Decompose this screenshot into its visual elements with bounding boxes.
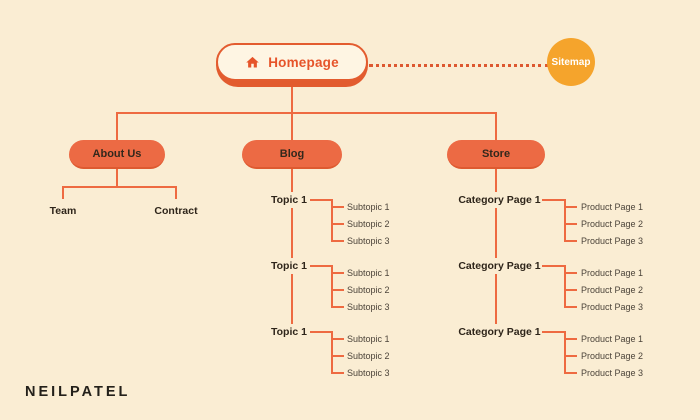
connector-line — [116, 112, 118, 140]
dotted-connector-line — [369, 64, 549, 67]
connector-line — [566, 206, 577, 208]
connector-line — [542, 265, 566, 267]
connector-line — [564, 199, 566, 242]
connector-line — [566, 223, 577, 225]
connector-line — [331, 265, 333, 308]
connector-line — [333, 240, 344, 242]
connector-line — [291, 112, 293, 140]
blog-subtopic: Subtopic 1 — [347, 334, 390, 344]
connector-line — [62, 186, 177, 188]
blog-topic-label: Topic 1 — [268, 192, 310, 208]
connector-line — [333, 206, 344, 208]
blog-subtopic: Subtopic 2 — [347, 285, 390, 295]
connector-line — [564, 331, 566, 374]
connector-line — [566, 355, 577, 357]
blog-node: Blog — [242, 140, 342, 169]
store-product-page: Product Page 2 — [581, 285, 644, 295]
connector-line — [310, 199, 332, 201]
store-product-page: Product Page 1 — [581, 268, 644, 278]
store-product-page: Product Page 3 — [581, 236, 644, 246]
store-category-label: Category Page 1 — [457, 192, 542, 208]
connector-line — [333, 338, 344, 340]
connector-line — [333, 372, 344, 374]
blog-subtopic: Subtopic 3 — [347, 302, 390, 312]
connector-line — [566, 338, 577, 340]
blog-subtopic: Subtopic 1 — [347, 268, 390, 278]
team-leaf: Team — [49, 205, 77, 217]
store-product-page: Product Page 3 — [581, 368, 644, 378]
home-icon — [245, 55, 260, 70]
connector-line — [564, 265, 566, 308]
store-product-page: Product Page 2 — [581, 351, 644, 361]
store-category-label: Category Page 1 — [457, 258, 542, 274]
connector-line — [566, 289, 577, 291]
store-product-page: Product Page 2 — [581, 219, 644, 229]
connector-line — [566, 272, 577, 274]
store-product-page: Product Page 1 — [581, 334, 644, 344]
neilpatel-logo: NEILPATEL — [25, 384, 131, 400]
connector-line — [62, 186, 64, 199]
store-node: Store — [447, 140, 545, 169]
connector-line — [310, 331, 332, 333]
blog-subtopic: Subtopic 2 — [347, 219, 390, 229]
connector-line — [331, 199, 333, 242]
homepage-node: Homepage — [216, 43, 368, 87]
connector-line — [333, 355, 344, 357]
connector-line — [495, 169, 497, 333]
store-category-label: Category Page 1 — [457, 324, 542, 340]
connector-line — [495, 112, 497, 140]
blog-subtopic: Subtopic 1 — [347, 202, 390, 212]
blog-subtopic: Subtopic 3 — [347, 236, 390, 246]
store-product-page: Product Page 1 — [581, 202, 644, 212]
connector-line — [333, 272, 344, 274]
homepage-node-body: Homepage — [216, 43, 368, 81]
store-product-page: Product Page 3 — [581, 302, 644, 312]
homepage-label: Homepage — [268, 54, 339, 70]
connector-line — [333, 223, 344, 225]
connector-line — [542, 331, 566, 333]
connector-line — [310, 265, 332, 267]
connector-line — [331, 331, 333, 374]
connector-line — [566, 306, 577, 308]
connector-line — [116, 112, 497, 114]
about-us-node: About Us — [69, 140, 165, 169]
blog-topic-label: Topic 1 — [268, 324, 310, 340]
blog-topic-label: Topic 1 — [268, 258, 310, 274]
connector-line — [291, 169, 293, 333]
connector-line — [566, 372, 577, 374]
sitemap-badge-label: Sitemap — [551, 56, 591, 68]
blog-subtopic: Subtopic 2 — [347, 351, 390, 361]
connector-line — [333, 289, 344, 291]
connector-line — [542, 199, 566, 201]
connector-line — [333, 306, 344, 308]
connector-line — [116, 169, 118, 187]
sitemap-badge: Sitemap — [547, 38, 595, 86]
connector-line — [175, 186, 177, 199]
contract-leaf: Contract — [154, 205, 198, 217]
connector-line — [291, 86, 293, 112]
connector-line — [566, 240, 577, 242]
blog-subtopic: Subtopic 3 — [347, 368, 390, 378]
